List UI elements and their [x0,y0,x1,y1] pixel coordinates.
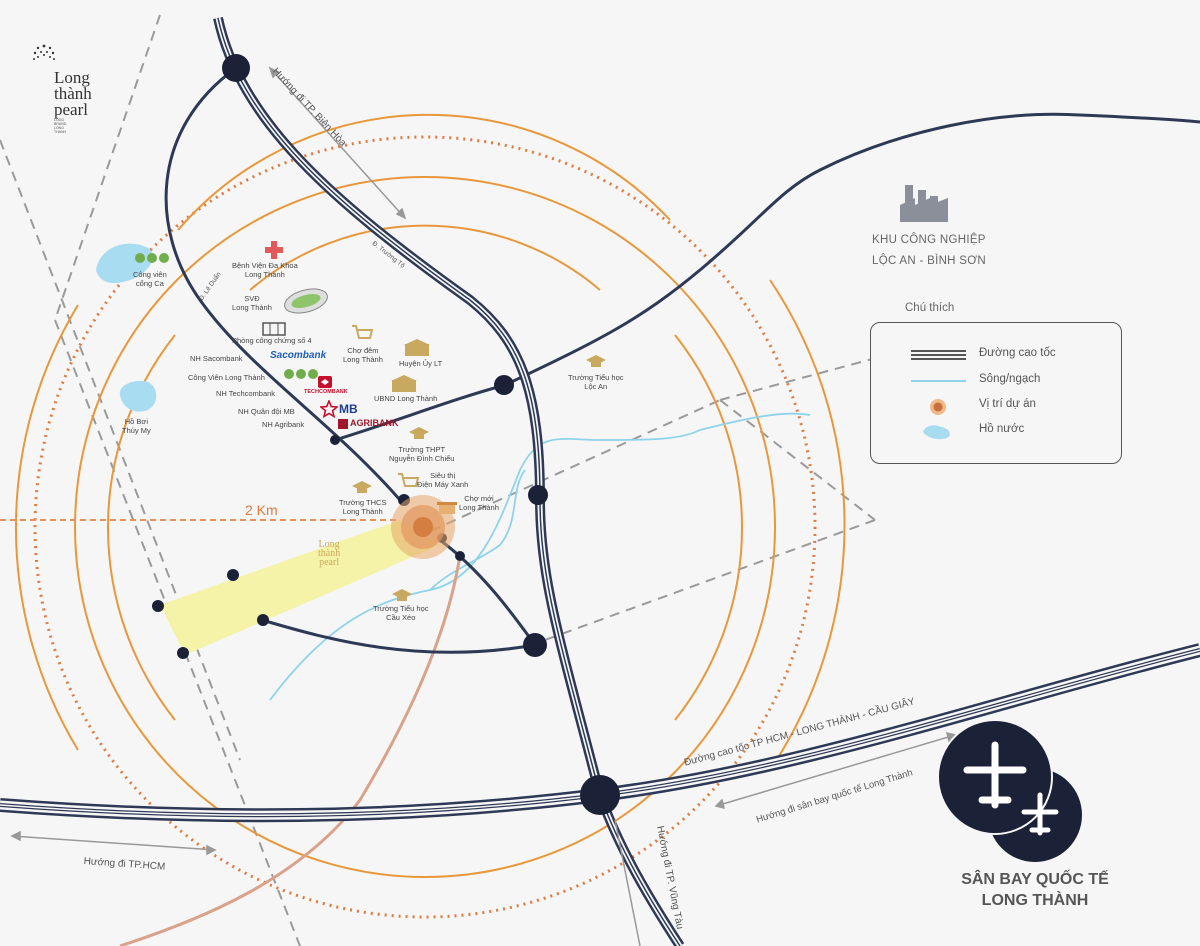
project-logo-1: Long [318,539,340,550]
graduation-cap-icon [352,481,372,493]
poi-sieuthi: Siêu thị Điện Máy Xanh [417,471,469,489]
poi-nh-mb: NH Quân đội MB [238,407,295,416]
poi-thpt-text: Trường THPT Nguyễn Đình Chiểu [389,445,455,463]
industrial-zone-label: KHU CÔNG NGHIỆP LỘC AN - BÌNH SƠN [872,230,986,271]
logo-mark-icon [33,44,55,60]
agribank-logo: AGRIBANK [350,418,399,428]
poi-huyen-uy: Huyện Ủy LT [399,359,443,369]
poi-sieuthi-text: Siêu thị Điện Máy Xanh [417,471,469,489]
mb-star-icon [320,400,338,418]
poi-stadium: SVĐ Long Thành [232,294,272,312]
legend-label: Hồ nước [979,423,1025,435]
expressway-symbol-icon [911,350,966,360]
techcombank-logo: TECHCOMBANK [304,389,348,395]
legend-label: Sông/ngạch [979,373,1041,385]
poi-park-lt: Công Viên Long Thành [188,373,265,382]
airport-line-1: SÂN BAY QUỐC TẾ [961,871,1109,888]
poi-th-caukeo: Trường Tiểu học Cầu Xéo [373,604,429,622]
project-symbol-icon [930,399,946,415]
hospital-icon [265,241,283,259]
poi-park-ca: Công viên cổng Ca [133,270,167,288]
factory-icon [900,185,948,222]
poi-nh-techcombank-text: NH Techcombank [216,389,276,398]
poi-cho-moi-text: Chợ mới Long Thành [459,494,499,512]
logo-text-3: pearl [54,100,88,120]
road-nodes [152,54,620,815]
market-icon [437,502,457,514]
poi-park-lt-text: Công Viên Long Thành [188,373,265,382]
government-building-icon [391,375,417,392]
direction-arrows [10,66,957,946]
agribank-icon [338,419,348,429]
poi-hospital-text: Bệnh Viện Đa Khoa Long Thành [232,261,298,279]
poi-ubnd-text: UBND Long Thành [374,394,438,403]
building-icon [262,322,286,336]
radius-rings [14,113,846,919]
industrial-zone-line-1: KHU CÔNG NGHIỆP [872,234,986,246]
poi-ubnd: UBND Long Thành [374,394,438,404]
poi-market-lt-text: Chợ đêm Long Thành [343,346,383,364]
main-roads [164,66,1200,654]
poi-nh-mb-text: NH Quân đội MB [238,407,295,416]
cart-icon [398,473,420,487]
poi-cho-moi: Chợ mới Long Thành [459,494,499,512]
legend-label: Đường cao tốc [979,347,1056,359]
poi-hospital: Bệnh Viện Đa Khoa Long Thành [232,261,298,279]
poi-market-lt: Chợ đêm Long Thành [343,346,383,364]
poi-nh-agribank: NH Agribank [262,420,305,429]
poi-huyen-uy-text: Huyện Ủy LT [399,359,443,368]
project-logo-2: thành [318,548,341,559]
industrial-zone-line-2: LỘC AN - BÌNH SƠN [872,254,987,267]
distance-label: 2 Km [245,502,278,518]
poi-lake-thuymy-text: Hồ Bơi Thủy My [122,417,151,435]
graduation-cap-icon [392,589,412,601]
local-road [119,554,462,946]
poi-thpt: Trường THPT Nguyễn Đình Chiểu [389,445,455,463]
tree-icon [284,369,318,379]
project-logo: Long thành pearl [318,539,341,568]
legend-box: Đường cao tốc Sông/ngạch Vị trí dự án Hồ… [870,322,1122,464]
poi-notary-text: Phòng công chứng số 4 [232,336,312,345]
logo-text-1: Long [54,68,90,87]
poi-th-caukeo-text: Trường Tiểu học Cầu Xéo [373,604,429,622]
poi-th-locan: Trường Tiểu học Lộc An [568,373,624,391]
poi-thcs: Trường THCS Long Thành [339,498,387,516]
government-building-icon [404,339,430,356]
poi-nh-sacombank: NH Sacombank [190,354,243,363]
poi-lake-thuymy: Hồ Bơi Thủy My [122,417,151,435]
poi-notary: Phòng công chứng số 4 [232,336,312,346]
project-logo-3: pearl [319,557,340,568]
cart-icon [352,325,374,339]
graduation-cap-icon [586,355,606,367]
techcombank-icon [318,376,332,388]
tree-icon [135,253,169,263]
logo-text-2: thành [54,84,92,104]
brand-logo: Long thành pearl LOGO BRAND LONG THANH [30,42,92,134]
poi-thcs-text: Trường THCS Long Thành [339,498,387,516]
airport-line-2: LONG THÀNH [981,891,1089,909]
stadium-icon [284,288,328,314]
mb-logo: MB [339,402,358,416]
graduation-cap-icon [409,427,429,439]
poi-nh-techcombank: NH Techcombank [216,389,276,398]
poi-park-ca-text: Công viên cổng Ca [133,270,167,288]
airport-label: SÂN BAY QUỐC TẾ LONG THÀNH [950,870,1120,912]
project-area [160,520,440,655]
logo-tagline: LOGO BRAND LONG THANH [54,118,67,134]
sacombank-logo: Sacombank [270,350,327,361]
river-symbol-icon [911,380,966,382]
legend-title: Chú thích [905,302,955,314]
poi-th-locan-text: Trường Tiểu học Lộc An [568,373,624,391]
poi-nh-sacombank-text: NH Sacombank [190,354,243,363]
airport-icon [937,719,1082,862]
poi-nh-agribank-text: NH Agribank [262,420,305,429]
legend-label: Vị trí dự án [979,398,1036,410]
poi-stadium-text: SVĐ Long Thành [232,294,272,312]
lake-symbol-icon [923,425,950,440]
